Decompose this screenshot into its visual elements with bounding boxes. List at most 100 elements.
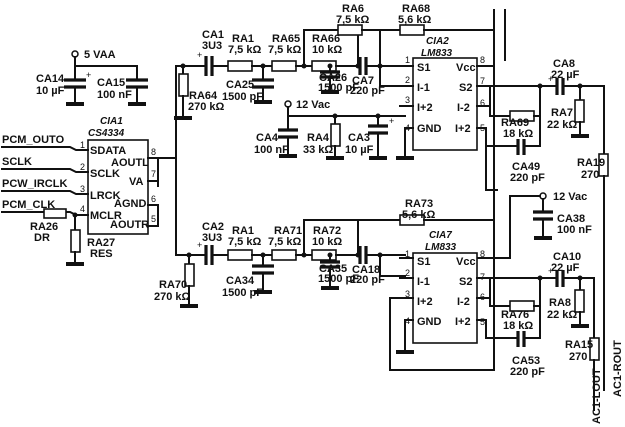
ra65-ref: RA65 — [272, 33, 300, 45]
ca10-ref: CA10 — [553, 251, 581, 263]
ra6-value: 7,5 kΩ — [336, 14, 369, 26]
ca53-value: 220 pF — [510, 366, 545, 378]
ic-cia1: CIA1 CS4334 SDATA SCLK LRCK MCLR AOUTL V… — [80, 116, 156, 235]
ca34-value: 1500 pF — [222, 287, 263, 299]
ca38-capacitor — [533, 210, 553, 221]
svg-text:S1: S1 — [417, 62, 430, 74]
svg-text:+: + — [86, 70, 91, 80]
ra72-value: 10 kΩ — [312, 236, 342, 248]
ca15-value: 100 nF — [97, 89, 132, 101]
ca14-value: 10 µF — [36, 85, 65, 97]
cia1-pin-va: VA — [129, 176, 144, 188]
svg-text:6: 6 — [151, 194, 156, 204]
svg-text:2: 2 — [405, 268, 410, 278]
ca25-value: 1500 pF — [222, 91, 263, 103]
svg-text:+: + — [389, 116, 394, 126]
ca49-value: 220 pF — [510, 172, 545, 184]
ra15-value: 270 — [569, 351, 587, 363]
ca14-ref: CA14 — [36, 73, 65, 85]
ra7-ref: RA7 — [551, 107, 573, 119]
svg-text:S1: S1 — [417, 256, 430, 268]
ra26-resistor — [43, 208, 67, 219]
ra71-ref: RA71 — [274, 225, 302, 237]
channel-bottom: RA70 270 kΩ + CA2 3U3 RA1 7,5 kΩ CA34 15… — [154, 198, 600, 411]
cia1-pin-agnd: AGND — [114, 198, 146, 210]
ra1b-value: 7,5 kΩ — [228, 236, 261, 248]
ca7-value: 220 pF — [350, 85, 385, 97]
ra15-ref: RA15 — [565, 339, 593, 351]
ra71-resistor — [271, 249, 297, 261]
ca8-ref: CA8 — [553, 58, 575, 70]
ra4-value: 33 kΩ — [303, 144, 333, 156]
svg-text:2: 2 — [405, 75, 410, 85]
svg-text:6: 6 — [480, 98, 485, 108]
ca7-ref: CA7 — [352, 75, 374, 87]
cia1-pin-sclk: SCLK — [90, 168, 120, 180]
svg-text:5: 5 — [151, 214, 156, 224]
ca10-value: 22 µF — [551, 262, 580, 274]
svg-text:S2: S2 — [459, 82, 472, 94]
svg-text:S2: S2 — [459, 276, 472, 288]
cia2-body — [412, 57, 478, 151]
ca3-capacitor — [368, 124, 388, 135]
svg-text:I-2: I-2 — [457, 102, 470, 114]
ra1a-resistor — [227, 60, 253, 72]
ra1b-ref: RA1 — [232, 225, 254, 237]
svg-text:1: 1 — [405, 249, 410, 259]
ra71-value: 7,5 kΩ — [268, 236, 301, 248]
ra6-ref: RA6 — [342, 3, 364, 15]
ca25-capacitor — [252, 78, 274, 89]
ra64-resistor — [178, 73, 189, 97]
ca35-value: 1500 pF — [318, 273, 359, 285]
ra1a-value: 7,5 kΩ — [228, 44, 261, 56]
ca18-value: 220 pF — [350, 274, 385, 286]
svg-text:8: 8 — [151, 147, 156, 157]
input-pcm-outo: PCM_OUTO — [2, 134, 65, 146]
5vaa-label: 5 VAA — [84, 49, 116, 61]
ra73-ref: RA73 — [405, 198, 433, 210]
svg-text:I-1: I-1 — [417, 82, 430, 94]
ra27-resistor — [70, 229, 81, 253]
ra76-ref: RA76 — [501, 309, 529, 321]
ca2-ref: CA2 — [202, 221, 224, 233]
ca25-ref: CA25 — [226, 79, 254, 91]
cia1-pin-aoutr: AOUTR — [110, 219, 149, 231]
ca53-ref: CA53 — [512, 355, 540, 367]
ca2-value: 3U3 — [202, 232, 222, 244]
ca14-capacitor — [64, 78, 86, 89]
ra1a-ref: RA1 — [232, 33, 254, 45]
channel-top: RA64 270 kΩ + CA1 3U3 RA1 7,5 kΩ CA25 15… — [174, 3, 609, 391]
ra4-ref: RA4 — [307, 132, 330, 144]
cia1-part: CS4334 — [88, 128, 125, 139]
svg-text:I-1: I-1 — [417, 276, 430, 288]
ra72-ref: RA72 — [313, 225, 341, 237]
svg-text:GND: GND — [417, 316, 442, 328]
svg-text:2: 2 — [80, 162, 85, 172]
ra66-value: 10 kΩ — [312, 44, 342, 56]
svg-text:7: 7 — [151, 169, 156, 179]
ra68-resistor — [399, 24, 425, 36]
svg-text:Vcc: Vcc — [456, 256, 476, 268]
svg-text:4: 4 — [80, 204, 85, 214]
ra27-value: RES — [90, 248, 113, 260]
svg-text:+: + — [197, 50, 202, 60]
svg-text:I+2: I+2 — [455, 123, 471, 135]
svg-text:GND: GND — [417, 123, 442, 135]
svg-text:I+2: I+2 — [417, 296, 433, 308]
dac-output-wiring — [147, 65, 201, 256]
ra69-ref: RA69 — [501, 117, 529, 129]
cia1-pin-sdata: SDATA — [90, 145, 126, 157]
ca4-ref: CA4 — [256, 132, 279, 144]
ca4-capacitor — [278, 128, 298, 139]
svg-text:I+2: I+2 — [417, 102, 433, 114]
ra66-ref: RA66 — [312, 33, 340, 45]
audio-outputs: AC1-LOUT AC1-ROUT — [591, 340, 624, 424]
svg-text:I+2: I+2 — [455, 316, 471, 328]
cia1-body — [87, 139, 149, 235]
cia2-name: CIA2 — [426, 36, 449, 47]
ra69-value: 18 kΩ — [503, 128, 533, 140]
svg-text:3: 3 — [405, 289, 410, 299]
ra64-value: 270 kΩ — [188, 101, 225, 113]
svg-text:3: 3 — [405, 95, 410, 105]
cia7-name: CIA7 — [429, 230, 452, 241]
